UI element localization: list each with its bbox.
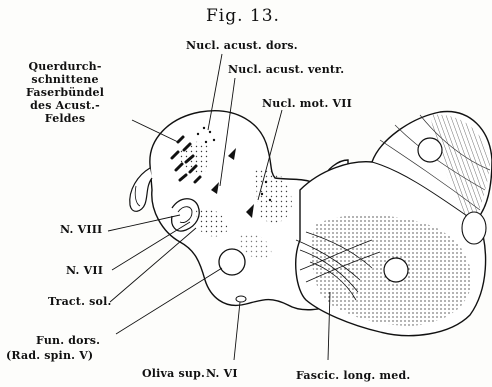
label-n-vii: N. VII: [66, 265, 103, 276]
right-lower-ring: [384, 258, 408, 282]
label-n-vi: N. VI: [206, 368, 238, 379]
label-querdurch-line4: des Acust.-: [26, 99, 104, 112]
label-querdurch-line1: Querdurch-: [26, 60, 104, 73]
n-vi-marker: [236, 296, 246, 302]
leader-oliva-sup: [234, 302, 240, 360]
leader-n-vii: [112, 222, 190, 270]
label-n-viii: N. VIII: [60, 224, 102, 235]
label-nucl-mot-vii: Nucl. mot. VII: [262, 98, 352, 109]
stipple-field-motor: [255, 169, 292, 223]
label-fun-dors: Fun. dors.: [36, 335, 100, 346]
label-querdurchschnittene: Querdurch- schnittene Faserbündel des Ac…: [26, 60, 104, 125]
oliva-sup-circle: [219, 249, 245, 275]
left-flap-outline: [130, 168, 152, 211]
figure-title: Fig. 13.: [206, 8, 280, 25]
label-rad-spin-v: (Rad. spin. V): [6, 350, 93, 361]
right-upper-ring: [418, 138, 442, 162]
right-edge-bulge: [462, 212, 486, 244]
label-querdurch-line3: Faserbündel: [26, 86, 104, 99]
label-nucl-acust-ventr: Nucl. acust. ventr.: [228, 64, 344, 75]
leader-fun-dors: [116, 268, 222, 334]
leader-tract-sol: [110, 228, 196, 302]
label-oliva-sup: Oliva sup.: [142, 368, 205, 379]
label-fascic-long-med: Fascic. long. med.: [296, 370, 410, 381]
label-tract-sol: Tract. sol.: [48, 296, 111, 307]
label-nucl-acust-dors: Nucl. acust. dors.: [186, 40, 298, 51]
label-querdurch-line5: Feldes: [26, 112, 104, 125]
label-querdurch-line2: schnittene: [26, 73, 104, 86]
